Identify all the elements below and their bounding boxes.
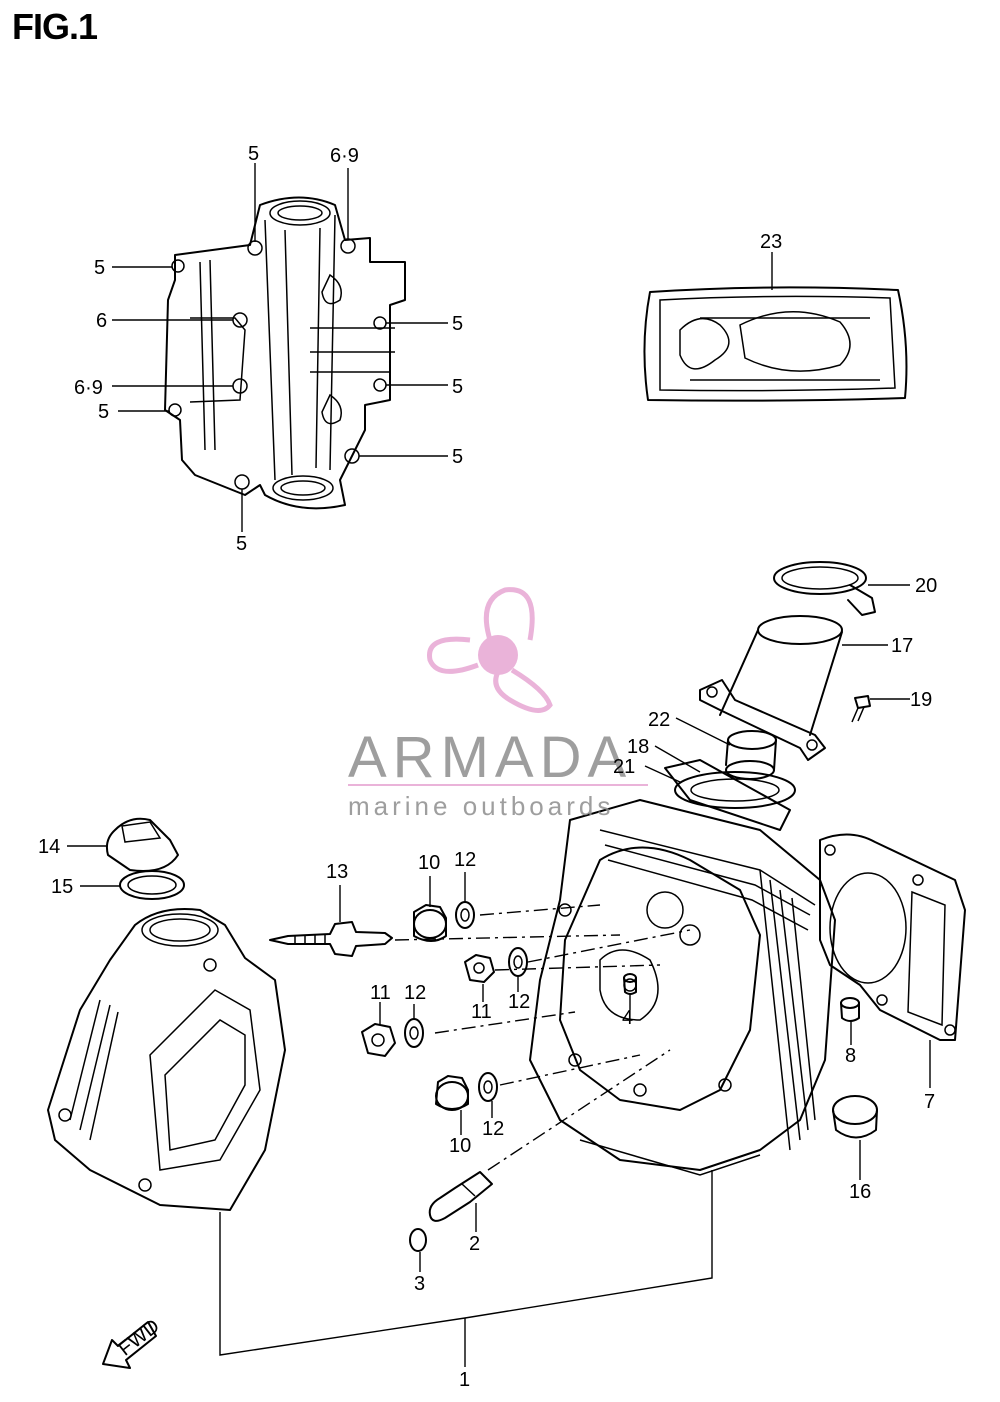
callout-8: 8	[845, 1045, 856, 1067]
tappet-cap-oring	[119, 870, 185, 900]
callout-6-9: 6·9	[74, 377, 103, 399]
callout-14: 14	[38, 836, 60, 858]
clamp	[773, 561, 876, 616]
callout-10: 10	[449, 1135, 471, 1157]
flange-nut-lower	[361, 1023, 396, 1057]
armada-watermark: ARMADA marine outboards	[348, 587, 648, 821]
dowel-pin	[840, 997, 860, 1022]
watermark-brand: ARMADA	[348, 725, 632, 790]
callout-17: 17	[891, 635, 913, 657]
figure-title: FIG.1	[12, 6, 98, 47]
callout-5: 5	[452, 313, 463, 335]
callout-19: 19	[910, 689, 932, 711]
callout-4: 4	[622, 1007, 633, 1029]
gasket-set-bag	[643, 286, 908, 402]
callout-5: 5	[248, 143, 259, 165]
intake-pipe	[699, 615, 843, 761]
tappet-cap	[105, 817, 179, 872]
cylinder-head-cover	[47, 908, 286, 1211]
callout-16: 16	[849, 1181, 871, 1203]
callout-23: 23	[760, 231, 782, 253]
callout-5: 5	[452, 376, 463, 398]
callout-labels: 5 6·9 5 6 6·9 5 5 5 5 5 23 20 17 19 22 1…	[38, 143, 937, 1391]
callout-5: 5	[98, 401, 109, 423]
leader-lines	[67, 163, 931, 1367]
callout-1: 1	[459, 1369, 470, 1391]
callout-12: 12	[508, 991, 530, 1013]
flange-nut-upper	[464, 954, 495, 983]
watermark-tagline: marine outboards	[348, 791, 614, 821]
callout-5: 5	[236, 533, 247, 555]
callout-5: 5	[452, 446, 463, 468]
cylinder-head-top-view	[164, 196, 406, 510]
plug-cap	[832, 1095, 878, 1139]
cap-nut-lower	[435, 1075, 469, 1111]
cylinder-head-gasket	[819, 833, 966, 1041]
insulator-and-oring	[664, 730, 796, 831]
callout-6-9: 6·9	[330, 145, 359, 167]
fwd-arrow: FWD	[102, 1315, 164, 1369]
callout-6: 6	[96, 310, 107, 332]
callout-11: 11	[471, 1001, 492, 1023]
callout-7: 7	[924, 1091, 935, 1113]
callout-15: 15	[51, 876, 73, 898]
callout-12: 12	[454, 849, 476, 871]
callout-12: 12	[404, 982, 426, 1004]
callout-3: 3	[414, 1273, 425, 1295]
callout-20: 20	[915, 575, 937, 597]
callout-10: 10	[418, 852, 440, 874]
propeller-logo-icon	[427, 587, 553, 713]
oring-clip	[409, 1228, 427, 1252]
screw	[851, 695, 871, 723]
callout-22: 22	[648, 709, 670, 731]
callout-2: 2	[469, 1233, 480, 1255]
fwd-label: FWD	[114, 1315, 163, 1360]
spark-plug	[269, 921, 393, 957]
callout-5: 5	[94, 257, 105, 279]
oil-plug-pipe	[428, 1171, 493, 1222]
callout-11: 11	[370, 982, 391, 1004]
cap-nut-upper	[413, 904, 447, 942]
callout-18: 18	[627, 736, 649, 758]
callout-13: 13	[326, 861, 348, 883]
callout-21: 21	[613, 756, 635, 778]
callout-12: 12	[482, 1118, 504, 1140]
cylinder-head	[529, 799, 836, 1176]
